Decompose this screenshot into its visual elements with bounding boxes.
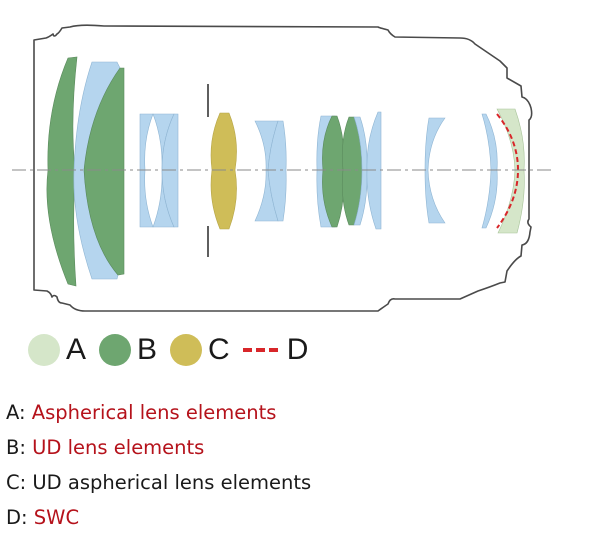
legend: A B C D: [28, 330, 321, 370]
definition-text: UD aspherical lens elements: [32, 471, 312, 494]
legend-item-d: D: [242, 333, 309, 366]
legend-item-b: B: [99, 334, 157, 366]
definition-key: C:: [6, 471, 27, 494]
definition-row-c: C: UD aspherical lens elements: [6, 465, 311, 500]
definitions-list: A: Aspherical lens elements B: UD lens e…: [6, 395, 311, 535]
lens-element-standard-8: [353, 116, 368, 226]
lens-element-standard-10: [424, 117, 446, 224]
definition-row-d: D: SWC: [6, 500, 311, 535]
lens-element-ud-1: [46, 56, 78, 287]
legend-item-c: C: [170, 334, 230, 366]
definition-key: B:: [6, 436, 26, 459]
lens-barrel-outline: [33, 24, 533, 312]
definition-key: A:: [6, 401, 26, 424]
lens-element-ud-2: [83, 67, 125, 276]
lens-element-aspherical: [496, 108, 525, 234]
legend-item-a: A: [28, 334, 86, 366]
legend-swatch-ud-dot: [99, 334, 132, 366]
lens-element-ud-aspherical: [210, 112, 237, 230]
legend-swatch-aspherical-dot: [28, 334, 60, 366]
lens-construction-diagram: [12, 24, 553, 312]
legend-key: A: [66, 333, 87, 366]
definition-key: D:: [6, 506, 28, 529]
legend-swatch-ud-aspherical-dot: [170, 334, 203, 366]
definition-row-b: B: UD lens elements: [6, 430, 311, 465]
definition-text: SWC: [33, 506, 80, 529]
legend-swatch-swc-dash: [242, 348, 279, 352]
legend-key: D: [286, 333, 309, 366]
definition-row-a: A: Aspherical lens elements: [6, 395, 311, 430]
legend-key: B: [137, 333, 158, 366]
definition-text: Aspherical lens elements: [31, 401, 277, 424]
lens-element-standard-11: [481, 113, 498, 229]
definition-text: UD lens elements: [32, 436, 205, 459]
lens-element-standard-6: [267, 120, 287, 222]
legend-key: C: [208, 333, 230, 366]
